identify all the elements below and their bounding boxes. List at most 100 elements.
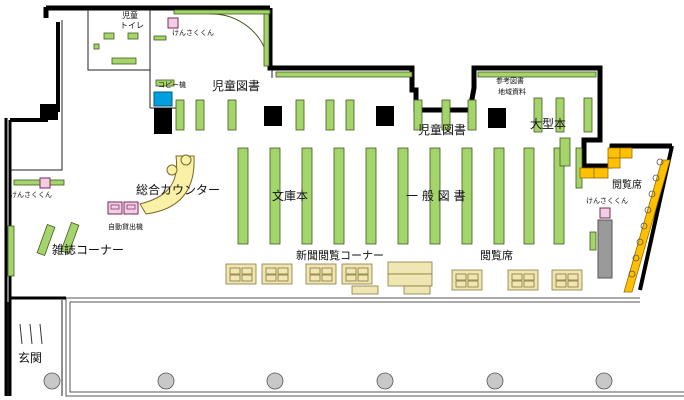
table-seat bbox=[567, 280, 579, 288]
magazine-rack bbox=[36, 224, 56, 256]
kids-shelf bbox=[195, 99, 205, 131]
label-local-materials: 地域資料 bbox=[498, 88, 526, 96]
newspaper-table bbox=[403, 285, 431, 295]
kids-shelf bbox=[155, 79, 175, 87]
lower-corridor bbox=[65, 297, 684, 397]
table-seat bbox=[567, 273, 579, 281]
pillars bbox=[40, 104, 506, 134]
label-general-books: 一 般 図 書 bbox=[406, 189, 466, 203]
label-magazine-corner: 雑誌コーナー bbox=[52, 243, 125, 257]
table-seat bbox=[277, 267, 289, 275]
label-large-books: 大型本 bbox=[530, 117, 567, 131]
kids-shelf bbox=[345, 99, 355, 131]
kids-shelf-curve bbox=[263, 13, 270, 67]
kids-shelf bbox=[413, 99, 423, 131]
table-seat bbox=[555, 280, 567, 288]
table-seat bbox=[555, 273, 567, 281]
bookshelf bbox=[559, 137, 571, 167]
table-seat bbox=[455, 280, 467, 288]
reading-table bbox=[305, 263, 337, 285]
label-self-checkout: 自動貸出機 bbox=[108, 223, 143, 231]
table-seat bbox=[357, 274, 369, 282]
label-reading-seats-bottom: 閲覧席 bbox=[480, 249, 513, 262]
newspaper-table bbox=[387, 273, 433, 287]
counter-staff-seat bbox=[180, 154, 192, 166]
kids-shelf bbox=[295, 99, 305, 131]
table-seat bbox=[467, 280, 479, 288]
large-book-shelf bbox=[555, 97, 565, 133]
counter-staff-seat bbox=[166, 164, 178, 176]
bookshelf bbox=[269, 147, 281, 245]
copy-machine bbox=[153, 91, 173, 107]
reading-table bbox=[341, 263, 373, 285]
table-seat bbox=[309, 267, 321, 275]
bookshelf bbox=[333, 147, 345, 245]
table-seat bbox=[455, 273, 467, 281]
table-seat bbox=[229, 274, 241, 282]
table-seat bbox=[265, 274, 277, 282]
bookshelf bbox=[301, 147, 313, 245]
label-kids-toilet: 児童 bbox=[122, 11, 138, 20]
bookshelf bbox=[553, 147, 565, 245]
magazine-rack bbox=[60, 222, 80, 254]
table-seat bbox=[321, 274, 333, 282]
table-seat bbox=[265, 267, 277, 275]
bookshelf bbox=[429, 147, 441, 245]
label-search-terminal-top: けんさくくん bbox=[172, 29, 214, 37]
search-terminal-icons bbox=[39, 17, 611, 219]
newspaper-table bbox=[387, 261, 433, 275]
magazine-shelf bbox=[13, 179, 65, 186]
label-general-counter: 総合カウンター bbox=[136, 183, 221, 197]
kids-shelf bbox=[325, 99, 335, 131]
table-seat bbox=[523, 273, 535, 281]
kids-shelf bbox=[467, 99, 477, 131]
general-counter bbox=[139, 155, 195, 215]
table-seat bbox=[467, 273, 479, 281]
corridor-columns bbox=[43, 372, 613, 390]
magazine-rack bbox=[7, 225, 15, 277]
table-seat bbox=[345, 274, 357, 282]
table-seat bbox=[511, 273, 523, 281]
self-checkout-machines bbox=[107, 201, 139, 215]
reading-table bbox=[507, 269, 539, 291]
label-entrance: 玄関 bbox=[18, 351, 43, 365]
table-seat bbox=[241, 274, 253, 282]
table-seat bbox=[229, 267, 241, 275]
bookshelf bbox=[523, 147, 535, 245]
kids-shelf bbox=[441, 99, 451, 131]
reading-table bbox=[451, 269, 483, 291]
bookshelf bbox=[461, 147, 473, 245]
table-seat bbox=[241, 267, 253, 275]
table-seat bbox=[321, 267, 333, 275]
label-kids-books-2: 児童図書 bbox=[418, 123, 467, 137]
label-reading-seats-right: 閲覧席 bbox=[612, 180, 642, 191]
newspaper-table bbox=[351, 285, 379, 295]
bookshelf bbox=[589, 231, 597, 251]
outer-walls bbox=[4, 5, 674, 396]
label-search-terminal-left: けんさくくん bbox=[10, 191, 52, 199]
bookshelf bbox=[365, 147, 377, 245]
label-copy-machine: コピー機 bbox=[158, 81, 186, 89]
right-seat-stools bbox=[628, 158, 664, 278]
reading-table bbox=[261, 263, 293, 285]
bookshelf bbox=[397, 147, 409, 245]
label-reference-books: 参考図書 bbox=[496, 77, 524, 85]
table-seat bbox=[345, 267, 357, 275]
kids-reading-arc bbox=[209, 13, 269, 59]
gray-unit bbox=[597, 219, 613, 279]
table-seat bbox=[357, 267, 369, 275]
bookshelf bbox=[237, 147, 249, 245]
shelf-small bbox=[153, 35, 167, 41]
large-book-shelf bbox=[583, 97, 593, 133]
table-seat bbox=[277, 274, 289, 282]
kids-shelf bbox=[175, 99, 185, 131]
kids-shelf bbox=[227, 99, 237, 131]
table-seat bbox=[523, 280, 535, 288]
label-newspaper-corner: 新聞閲覧コーナー bbox=[296, 249, 384, 262]
table-seat bbox=[309, 274, 321, 282]
table-seat bbox=[511, 280, 523, 288]
label-search-terminal-right: けんさくくん bbox=[586, 197, 628, 205]
label-kids-books-1: 児童図書 bbox=[212, 79, 261, 93]
bookshelf bbox=[493, 147, 505, 245]
